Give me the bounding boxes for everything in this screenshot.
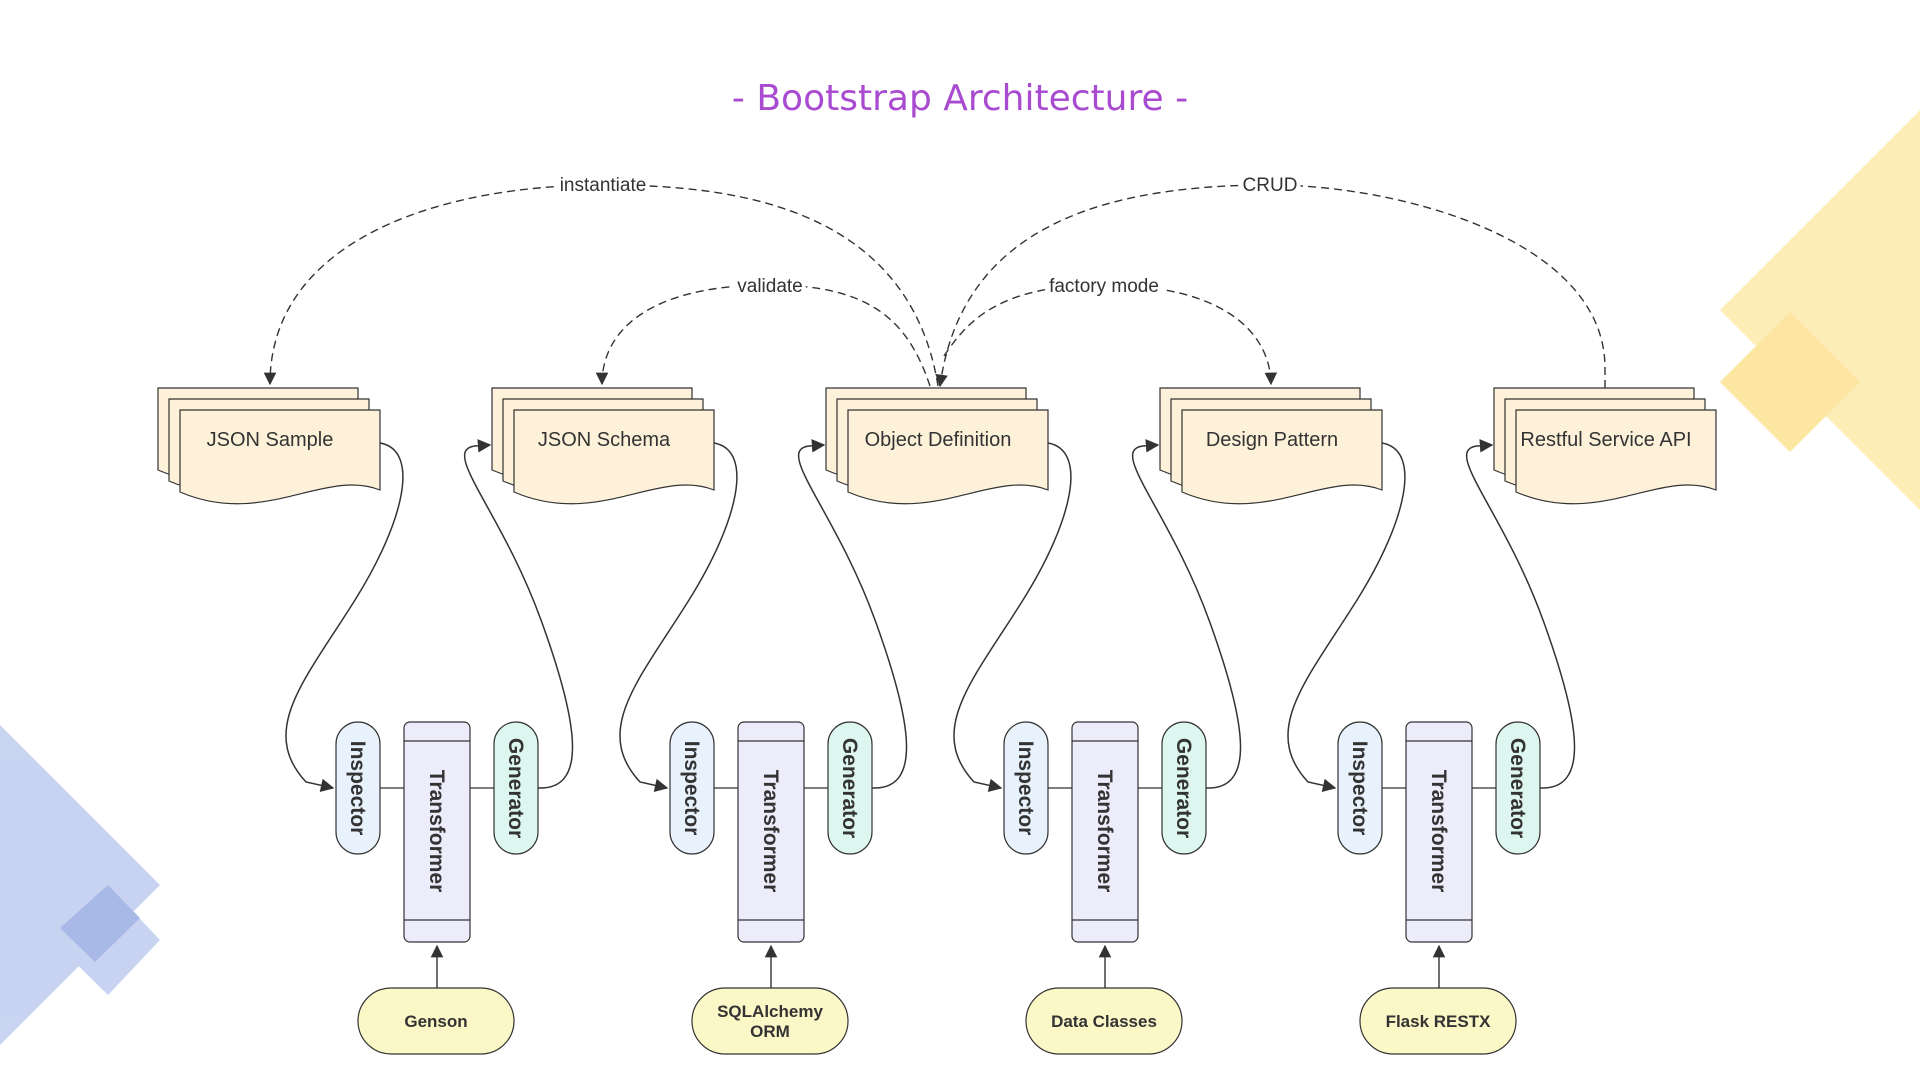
inspector-label: Inspector <box>1014 741 1037 836</box>
flow-arrow-out <box>1465 439 1576 789</box>
flow-arrow-in <box>619 442 738 792</box>
decoration-yellow <box>1720 110 1920 510</box>
library-node[interactable]: Genson <box>357 987 515 1055</box>
flow-arrow-out <box>1131 439 1242 789</box>
inspector-label: Inspector <box>1348 741 1371 836</box>
page-title: - Bootstrap Architecture - <box>731 78 1189 119</box>
edge-label: factory mode <box>1049 276 1159 297</box>
edge-label: instantiate <box>560 175 647 196</box>
generator-pill[interactable]: Generator <box>827 721 873 855</box>
edge-label: CRUD <box>1243 175 1298 196</box>
library-label: Flask RESTX <box>1386 1012 1492 1031</box>
transformer-box[interactable]: Transformer <box>1071 721 1139 943</box>
transformer-label: Transformer <box>425 770 448 893</box>
document-label: Object Definition <box>865 429 1012 451</box>
library-label: SQLAlchemy <box>717 1002 823 1021</box>
generator-label: Generator <box>838 738 861 838</box>
inspector-pill[interactable]: Inspector <box>1337 721 1383 855</box>
transformer-box[interactable]: Transformer <box>1405 721 1473 943</box>
edge-factory-mode: factory mode <box>943 275 1278 386</box>
edge-label: validate <box>737 276 803 297</box>
document-label: JSON Schema <box>538 429 671 451</box>
inspector-pill[interactable]: Inspector <box>669 721 715 855</box>
generator-pill[interactable]: Generator <box>1161 721 1207 855</box>
edge-CRUD: CRUD <box>935 174 1606 388</box>
converter-group: Inspector Transformer GeneratorSQLAlchemyO… <box>619 439 908 1055</box>
edge-validate: validate <box>595 275 931 387</box>
generator-label: Generator <box>504 738 527 838</box>
flow-arrow-in <box>1287 442 1406 792</box>
transformer-label: Transformer <box>759 770 782 893</box>
edge-instantiate: instantiate <box>263 174 939 387</box>
generator-pill[interactable]: Generator <box>493 721 539 855</box>
document-label: Restful Service API <box>1520 429 1691 451</box>
flow-arrow-in <box>285 442 404 792</box>
document-label: Design Pattern <box>1206 429 1338 451</box>
document-json-sample[interactable]: JSON Sample <box>157 387 381 505</box>
document-label: JSON Sample <box>207 429 334 451</box>
transformer-label: Transformer <box>1093 770 1116 893</box>
inspector-pill[interactable]: Inspector <box>335 721 381 855</box>
library-node[interactable]: Data Classes <box>1025 987 1183 1055</box>
library-node[interactable]: Flask RESTX <box>1359 987 1517 1055</box>
inspector-label: Inspector <box>680 741 703 836</box>
document-json-schema[interactable]: JSON Schema <box>491 387 715 505</box>
transformer-box[interactable]: Transformer <box>737 721 805 943</box>
transformer-box[interactable]: Transformer <box>403 721 471 943</box>
flow-arrow-in <box>953 442 1072 792</box>
generator-label: Generator <box>1506 738 1529 838</box>
inspector-pill[interactable]: Inspector <box>1003 721 1049 855</box>
document-restful-service-api[interactable]: Restful Service API <box>1493 387 1717 505</box>
decoration-blue <box>0 725 160 1045</box>
inspector-label: Inspector <box>346 741 369 836</box>
generator-label: Generator <box>1172 738 1195 838</box>
document-object-definition[interactable]: Object Definition <box>825 387 1049 505</box>
library-label: Data Classes <box>1051 1012 1157 1031</box>
library-label: ORM <box>750 1022 790 1041</box>
flow-arrow-out <box>797 439 908 789</box>
generator-pill[interactable]: Generator <box>1495 721 1541 855</box>
transformer-label: Transformer <box>1427 770 1450 893</box>
library-label: Genson <box>404 1012 467 1031</box>
document-design-pattern[interactable]: Design Pattern <box>1159 387 1383 505</box>
flow-arrow-out <box>463 439 574 789</box>
